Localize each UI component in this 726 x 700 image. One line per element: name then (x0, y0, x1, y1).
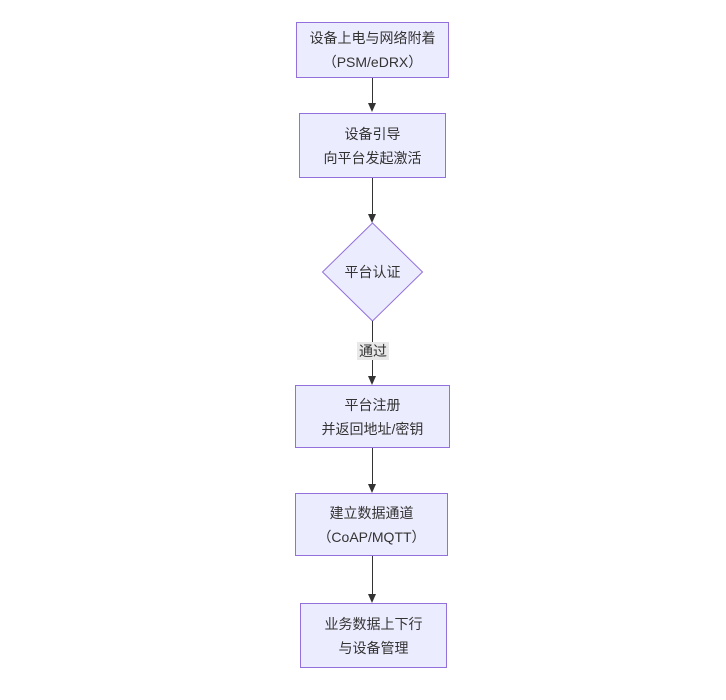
edge-channel-to-business (368, 556, 377, 603)
node-label-line2: 并返回地址/密钥 (321, 420, 424, 437)
node-label-line2: 向平台发起激活 (323, 149, 422, 166)
node-business: 业务数据上下行 与设备管理 (300, 603, 447, 668)
node-label-line1: 设备上电与网络附着 (309, 30, 436, 46)
node-label-line1: 建立数据通道 (329, 504, 414, 521)
edge-bootstrap-to-auth (368, 178, 377, 223)
node-label-line1: 平台注册 (344, 396, 401, 413)
edge-label-pass: 通过 (357, 342, 389, 360)
arrowhead-icon (368, 376, 376, 385)
node-label-line2: （CoAP/MQTT） (317, 528, 426, 545)
node-register: 平台注册 并返回地址/密钥 (295, 385, 450, 448)
node-label-line2: 与设备管理 (338, 639, 409, 656)
arrowhead-icon (368, 103, 376, 112)
edge-line (372, 556, 373, 595)
edge-register-to-channel (368, 448, 377, 493)
node-label-line1: 设备引导 (344, 125, 401, 142)
arrowhead-icon (368, 484, 376, 493)
node-platform-auth: 平台认证 (321, 222, 424, 322)
node-data-channel: 建立数据通道 （CoAP/MQTT） (295, 493, 448, 556)
node-label-line1: 平台认证 (344, 264, 401, 280)
node-power-attach: 设备上电与网络附着 （PSM/eDRX） (296, 22, 449, 78)
node-bootstrap: 设备引导 向平台发起激活 (299, 113, 446, 178)
node-label-line1: 业务数据上下行 (324, 615, 423, 632)
arrowhead-icon (368, 594, 376, 603)
arrowhead-icon (368, 214, 376, 223)
edge-power-to-bootstrap (368, 78, 377, 112)
edge-line (372, 448, 373, 485)
edge-line (372, 178, 373, 215)
edge-line (372, 78, 373, 104)
node-label-line2: （PSM/eDRX） (322, 54, 423, 70)
